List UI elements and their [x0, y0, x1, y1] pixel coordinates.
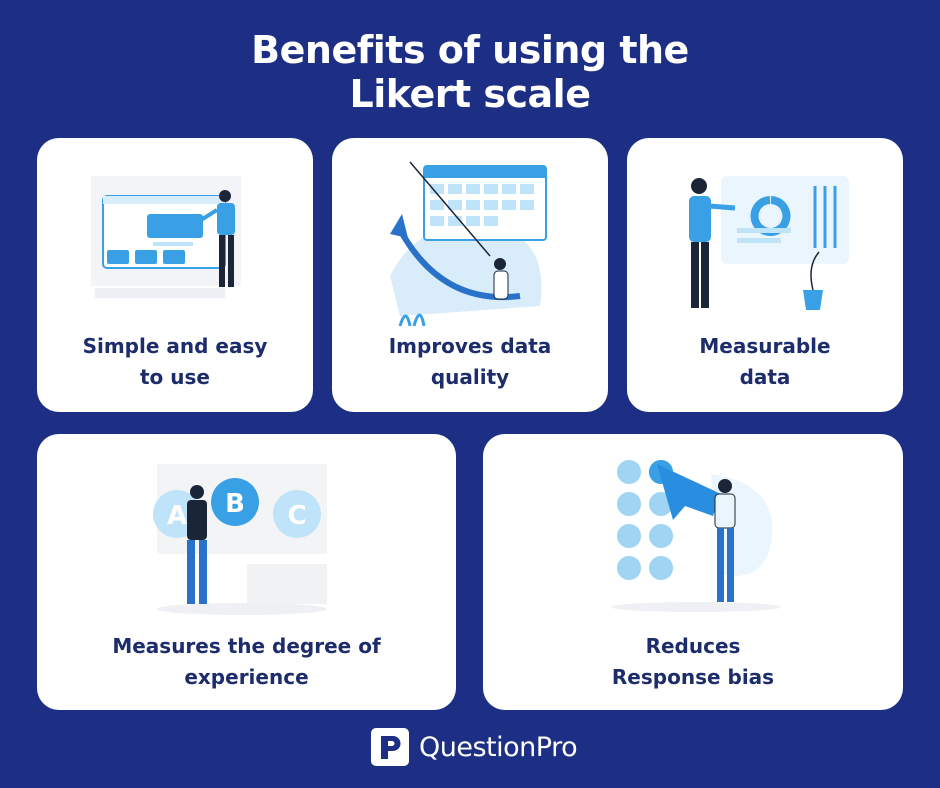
benefit-label: Reduces Response bias [611, 634, 775, 689]
pointer-grid-illustration [611, 460, 781, 612]
abc-options-illustration: A B C [153, 464, 327, 615]
benefit-label: Measures the degree of experience [112, 634, 381, 689]
brand-logo: QuestionPro [371, 727, 578, 767]
benefit-card-simple: Simple and easy to use [37, 138, 313, 412]
brand-name: QuestionPro [419, 731, 578, 763]
benefit-label: Measurable data [699, 334, 831, 389]
option-c-letter: C [287, 501, 306, 531]
benefit-card-bias: Reduces Response bias [483, 434, 903, 710]
page-title: Benefits of using the Likert scale [0, 28, 940, 116]
benefit-card-degree: A B C Measures the degree of experience [37, 434, 456, 710]
benefit-label: Simple and easy to use [82, 334, 268, 389]
benefit-label: Improves data quality [388, 334, 552, 389]
title-line-1: Benefits of using the [251, 28, 689, 72]
title-line-2: Likert scale [349, 72, 591, 116]
person-with-screen-illustration [91, 176, 241, 298]
benefit-card-quality: Improves data quality [332, 138, 608, 412]
benefit-card-measurable: Measurable data [627, 138, 903, 412]
questionpro-logo-icon [371, 728, 409, 766]
analytics-dashboard-illustration [689, 176, 849, 310]
option-b-letter: B [225, 489, 245, 519]
option-a-letter: A [167, 501, 187, 531]
calendar-chart-illustration [390, 161, 547, 327]
